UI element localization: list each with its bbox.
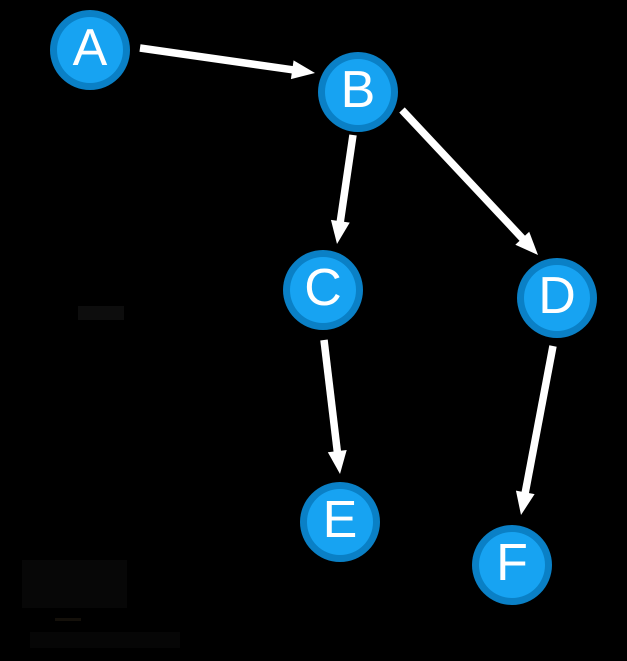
edge-A-B <box>139 44 315 80</box>
edge-line-D-F <box>520 345 557 498</box>
edge-line-C-E <box>320 339 342 456</box>
node-C[interactable]: C <box>283 250 363 330</box>
edge-arrowhead-icon <box>515 490 535 515</box>
edge-arrowhead-icon <box>330 219 350 244</box>
node-F[interactable]: F <box>472 525 552 605</box>
node-D[interactable]: D <box>517 258 597 338</box>
edge-arrowhead-icon <box>290 60 315 80</box>
node-E[interactable]: E <box>300 482 380 562</box>
edge-line-B-C <box>336 134 357 226</box>
node-B[interactable]: B <box>318 52 398 132</box>
edge-line-B-D <box>399 107 528 244</box>
node-body-C <box>290 257 356 323</box>
node-body-E <box>307 489 373 555</box>
node-body-F <box>479 532 545 598</box>
edge-C-E <box>320 339 347 474</box>
edge-D-F <box>515 345 557 515</box>
node-body-B <box>325 59 391 125</box>
node-body-D <box>524 265 590 331</box>
edge-arrowhead-icon <box>515 231 538 255</box>
node-A[interactable]: A <box>50 10 130 90</box>
edge-B-D <box>399 107 538 255</box>
edge-arrowhead-icon <box>327 450 347 474</box>
node-body-A <box>57 17 123 83</box>
edge-line-A-B <box>139 44 297 75</box>
edge-B-C <box>330 134 357 244</box>
